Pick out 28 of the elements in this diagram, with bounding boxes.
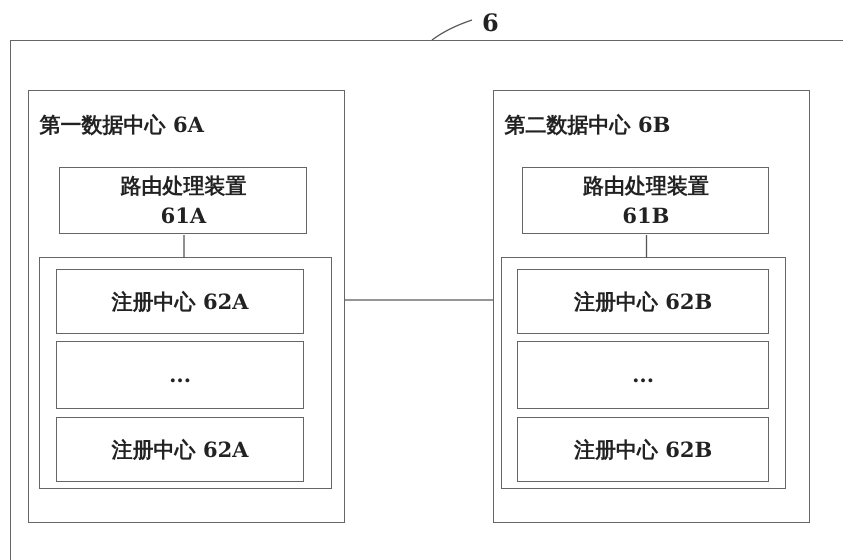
box-label: 注册中心 62B [572, 436, 714, 464]
box-title: 第一数据中心 6A [40, 110, 204, 139]
connector-line [345, 299, 493, 301]
component-box [517, 341, 770, 410]
component-box [59, 167, 308, 234]
component-box [517, 417, 770, 482]
component-box [56, 341, 304, 410]
system-frame [10, 40, 843, 560]
box-label: ... [168, 361, 192, 390]
component-box [56, 417, 304, 482]
data-center-box [28, 90, 345, 523]
box-label: 路由处理装置 61A [119, 172, 248, 230]
registry-group-box [501, 257, 786, 490]
reference-number: 6 [482, 8, 499, 37]
data-center-box [492, 90, 810, 523]
component-box [517, 269, 770, 334]
leader-line [432, 19, 472, 41]
box-label: ... [631, 361, 656, 390]
box-label: 注册中心 62A [110, 436, 250, 464]
box-label: 路由处理装置 61B [582, 172, 710, 230]
registry-group-box [39, 257, 332, 490]
component-box [56, 269, 304, 334]
component-box [522, 167, 770, 234]
box-label: 注册中心 62B [572, 288, 714, 316]
box-label: 注册中心 62A [110, 288, 250, 316]
box-title: 第二数据中心 6B [504, 110, 670, 139]
connector-line [183, 235, 185, 258]
connector-line [646, 235, 648, 258]
